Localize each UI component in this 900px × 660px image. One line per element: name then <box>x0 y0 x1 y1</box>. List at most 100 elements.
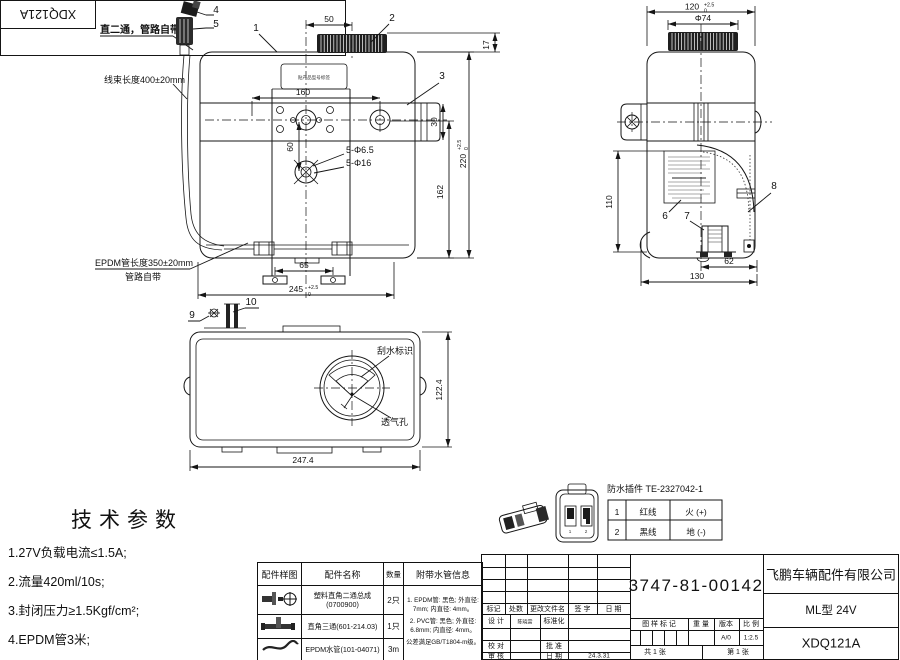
pin-1-label: 1 <box>569 529 572 534</box>
hose-info-line: 1. EPDM管: 黑色; 外直径: 7mm; 内直径: 4mm。 <box>407 596 479 613</box>
svg-text:160: 160 <box>296 87 310 97</box>
wiper-symbol <box>328 365 376 410</box>
callout-5: 5 <box>192 19 219 30</box>
model-name: ML型 24V <box>805 605 857 617</box>
svg-text:0: 0 <box>308 292 311 298</box>
callout-4: 4 <box>196 5 219 16</box>
sheet-total: 共 1 张 <box>644 649 666 656</box>
stamp-header-weight: 重 量 <box>693 621 709 628</box>
title-block: 标记 处数 更改文件名 签 字 日 期 设 计 陈晓雷 标准化 校 对 批 准 … <box>481 554 899 660</box>
rev-header-mark: 标记 <box>486 605 501 613</box>
front-view: 贴产品型号标签 <box>199 20 447 298</box>
svg-text:60: 60 <box>285 142 295 152</box>
part-name: EPDM水管(101-04071) <box>301 638 384 660</box>
svg-text:EPDM管长度350±20mm: EPDM管长度350±20mm <box>95 257 193 268</box>
technical-parameters: 技术参数 1.27V负载电流≤1.5A; 2.流量420ml/10s; 3.封闭… <box>8 504 246 660</box>
sheet-number: 第 1 张 <box>727 649 749 656</box>
svg-text:管路自带: 管路自带 <box>125 271 161 282</box>
tech-params-title: 技术参数 <box>71 509 183 532</box>
part-sample-elbow <box>257 585 302 615</box>
svg-text:9: 9 <box>189 310 195 321</box>
rev-header-date: 日 期 <box>605 605 622 613</box>
svg-text:6: 6 <box>662 211 668 222</box>
rev-header-sign: 签 字 <box>574 605 591 613</box>
cap-knurl <box>320 35 383 52</box>
corner-title-block: XDQ121A <box>0 0 346 56</box>
svg-text:120: 120 <box>685 2 699 12</box>
corner-code: XDQ121A <box>19 7 76 21</box>
model-label-text: 贴产品型号标签 <box>298 74 331 81</box>
part-name: 直角三通(601-214.03) <box>301 614 384 639</box>
svg-text:地 (-): 地 (-) <box>686 527 706 537</box>
svg-text:+2.5: +2.5 <box>704 3 714 9</box>
svg-text:火 (+): 火 (+) <box>685 507 707 517</box>
wiper-mark-label: 刮水标识 <box>377 345 413 356</box>
svg-text:线束长度400±20mm: 线束长度400±20mm <box>104 74 185 85</box>
callout-10: 10 <box>232 297 259 313</box>
part-name: 塑料直角二通总成 <box>313 591 372 600</box>
part-number: 3747-81-00142 <box>628 576 764 595</box>
part-code: (0700900) <box>326 600 359 609</box>
callout-3: 3 <box>406 71 445 106</box>
stamp-header-scale: 比 例 <box>743 621 759 628</box>
dim-220: 220 +2.5 0 <box>457 140 470 168</box>
parts-header-name: 配件名称 <box>301 562 384 586</box>
bottom-view: 刮水标识 透气孔 122.4 247.4 <box>183 325 452 471</box>
callout-7: 7 <box>684 211 705 231</box>
annotation-straight-fitting: 直二通，管路自带 <box>100 23 194 51</box>
side-cap-knurl <box>671 33 734 50</box>
callout-6: 6 <box>662 199 682 222</box>
part-qty: 3m <box>383 638 404 660</box>
svg-text:2: 2 <box>615 527 620 537</box>
part-qty: 2只 <box>383 585 404 615</box>
designer-signature: 陈晓雷 <box>517 619 533 625</box>
part-qty: 1只 <box>383 614 404 639</box>
svg-text:7: 7 <box>684 211 690 222</box>
front-view-dimensions: 5 0 17 160 3 0 60 5-Φ6.5 5-Φ16 162 220 +2.… <box>197 14 500 299</box>
tech-param-item: 3.封闭压力≥1.5Kgf/cm²; <box>8 604 140 618</box>
stamp-header-version: 版本 <box>719 621 733 628</box>
svg-text:5-Φ6.5: 5-Φ6.5 <box>346 145 374 155</box>
svg-text:8: 8 <box>771 181 777 192</box>
part-sample-tee <box>257 614 302 639</box>
rev-header-file: 更改文件名 <box>530 605 565 613</box>
callout-2: 2 <box>370 13 395 43</box>
svg-text:62: 62 <box>724 256 734 266</box>
svg-text:130: 130 <box>690 271 704 281</box>
parts-table: 配件样图 配件名称 数量 附带水管信息 塑料直角二通总成(0700900) 2只… <box>257 562 483 660</box>
svg-text:17: 17 <box>481 40 491 50</box>
connector-side-view <box>498 501 549 534</box>
drawing-number: XDQ121A <box>801 635 861 651</box>
label-audit: 审 核 <box>488 653 504 660</box>
svg-text:5: 5 <box>213 19 219 30</box>
svg-text:直二通，管路自带: 直二通，管路自带 <box>100 23 180 36</box>
svg-text:5-Φ16: 5-Φ16 <box>346 158 371 168</box>
parts-header-sample: 配件样图 <box>257 562 302 586</box>
connector-title: 防水插件 TE-2327042-1 <box>607 483 703 494</box>
table-row: 直角三通(601-214.03) 1只 <box>257 614 483 639</box>
hose-info-cell: 1. EPDM管: 黑色; 外直径: 7mm; 内直径: 4mm。 2. PVC… <box>403 585 483 660</box>
scale-value: 1:2.5 <box>743 634 759 641</box>
hose-info-line: 公差满足GB/T1804-m级。 <box>406 639 480 647</box>
tech-param-item: 1.27V负载电流≤1.5A; <box>8 546 127 560</box>
svg-text:1: 1 <box>615 507 620 517</box>
svg-text:1: 1 <box>253 23 259 34</box>
stamp-header-mark: 图 样 标 记 <box>642 621 676 628</box>
part-sample-hose <box>257 638 302 660</box>
rev-header-count: 处数 <box>509 605 523 613</box>
svg-text:3: 3 <box>439 71 445 82</box>
hose-info-line: 2. PVC管: 黑色; 外直径: 6.8mm; 内直径: 4mm。 <box>409 617 477 635</box>
side-view-dimensions: Φ74 120 +2.5 0 110 62 130 <box>604 2 758 286</box>
svg-text:162: 162 <box>435 185 445 199</box>
svg-text:122.4: 122.4 <box>434 379 444 401</box>
connector-front-view: 1 2 <box>555 483 599 543</box>
svg-text:+2.5: +2.5 <box>457 140 463 150</box>
callout-8: 8 <box>747 181 777 213</box>
hose-icon <box>261 639 299 651</box>
table-row: 塑料直角二通总成(0700900) 2只 1. EPDM管: 黑色; 外直径: … <box>257 585 483 660</box>
svg-text:0: 0 <box>464 147 470 150</box>
svg-text:247.4: 247.4 <box>292 455 314 465</box>
svg-text:245: 245 <box>289 284 303 294</box>
